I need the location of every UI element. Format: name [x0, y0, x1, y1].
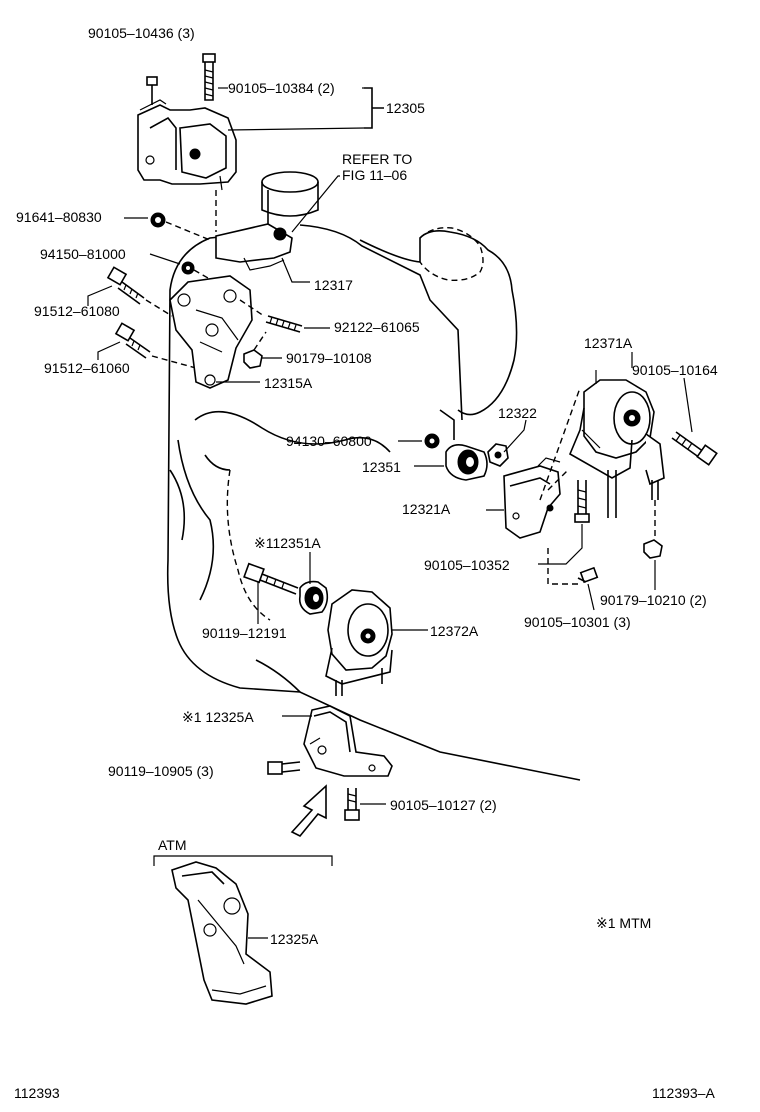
label-atm: ATM: [158, 837, 187, 853]
oil-filler-cap: [261, 171, 319, 193]
nut-12322: [487, 443, 509, 467]
label-91512-61060: 91512–61060: [44, 360, 130, 376]
label-12325A-mtm: ※1 12325A: [182, 709, 254, 725]
label-90119-12191: 90119–12191: [202, 625, 287, 641]
engine-outline: [166, 171, 581, 781]
label-92122-61065: 92122–61065: [334, 319, 420, 335]
bracket-12317: [215, 223, 293, 271]
bracket-12325A-mtm: [303, 705, 393, 777]
label-12305: 12305: [386, 100, 425, 116]
label-94130-60800: 94130–60800: [286, 433, 372, 449]
label-91641-80830: 91641–80830: [16, 209, 102, 225]
label-90105-10301: 90105–10301 (3): [524, 614, 631, 630]
mount-12371A: [568, 379, 665, 518]
label-90105-10352: 90105–10352: [424, 557, 510, 573]
washer-94150-81000: [181, 261, 195, 275]
bolt-90105-10127: [344, 788, 360, 821]
bushing-112351A: [298, 580, 329, 615]
label-12351: 12351: [362, 459, 401, 475]
label-112351A: ※112351A: [254, 535, 321, 551]
mount-12305: [137, 99, 237, 191]
label-90105-10127: 90105–10127 (2): [390, 797, 497, 813]
label-12372A: 12372A: [430, 623, 479, 639]
label-12325A-atm: 12325A: [270, 931, 319, 947]
label-fig-11-06: FIG 11–06: [342, 167, 407, 183]
label-90105-10384: 90105–10384 (2): [228, 80, 335, 96]
label-90179-10108: 90179–10108: [286, 350, 372, 366]
bolt-90105-10164: [671, 431, 718, 466]
label-94150-81000: 94150–81000: [40, 246, 126, 262]
label-91512-61080: 91512–61080: [34, 303, 120, 319]
bolt-91512-61060: [114, 322, 151, 359]
labels: 90105–10436 (3) 90105–10384 (2) 12305 RE…: [14, 25, 718, 1101]
label-12321A: 12321A: [402, 501, 451, 517]
label-90179-10210: 90179–10210 (2): [600, 592, 707, 608]
bolt-90105-10301: [577, 566, 599, 584]
bolt-90105-10352: [574, 480, 590, 523]
bracket-12325A-atm: [171, 861, 273, 1005]
label-90119-10905: 90119–10905 (3): [108, 763, 214, 779]
label-12371A: 12371A: [584, 335, 633, 351]
nut-90179-10210: [643, 539, 663, 559]
view-arrow: [290, 784, 327, 838]
footer-right-code: 112393–A: [652, 1085, 715, 1101]
footer-left-code: 112393: [14, 1085, 60, 1101]
bracket-12321A: [503, 457, 561, 539]
bolt-90105-10384: [202, 53, 216, 101]
stud-92122-61065: [265, 315, 303, 333]
label-12322: 12322: [498, 405, 537, 421]
label-refer-to: REFER TO: [342, 151, 412, 167]
nut-94130-60800: [424, 433, 440, 449]
label-mtm-note: ※1 MTM: [596, 915, 651, 931]
bushing-12351: [445, 444, 488, 481]
mount-12372A: [325, 589, 393, 696]
bolt-91512-61080: [106, 266, 145, 305]
bolt-90105-10436: [146, 76, 158, 105]
label-90105-10164: 90105–10164: [632, 362, 718, 378]
nut-90179-10108: [243, 349, 263, 369]
bolt-90119-12191: [243, 562, 299, 595]
nut-91641-80830: [150, 212, 166, 228]
label-12317: 12317: [314, 277, 353, 293]
label-12315A: 12315A: [264, 375, 313, 391]
label-90105-10436: 90105–10436 (3): [88, 25, 195, 41]
bracket-12315A: [169, 275, 253, 389]
bolt-90119-10905: [267, 761, 301, 775]
